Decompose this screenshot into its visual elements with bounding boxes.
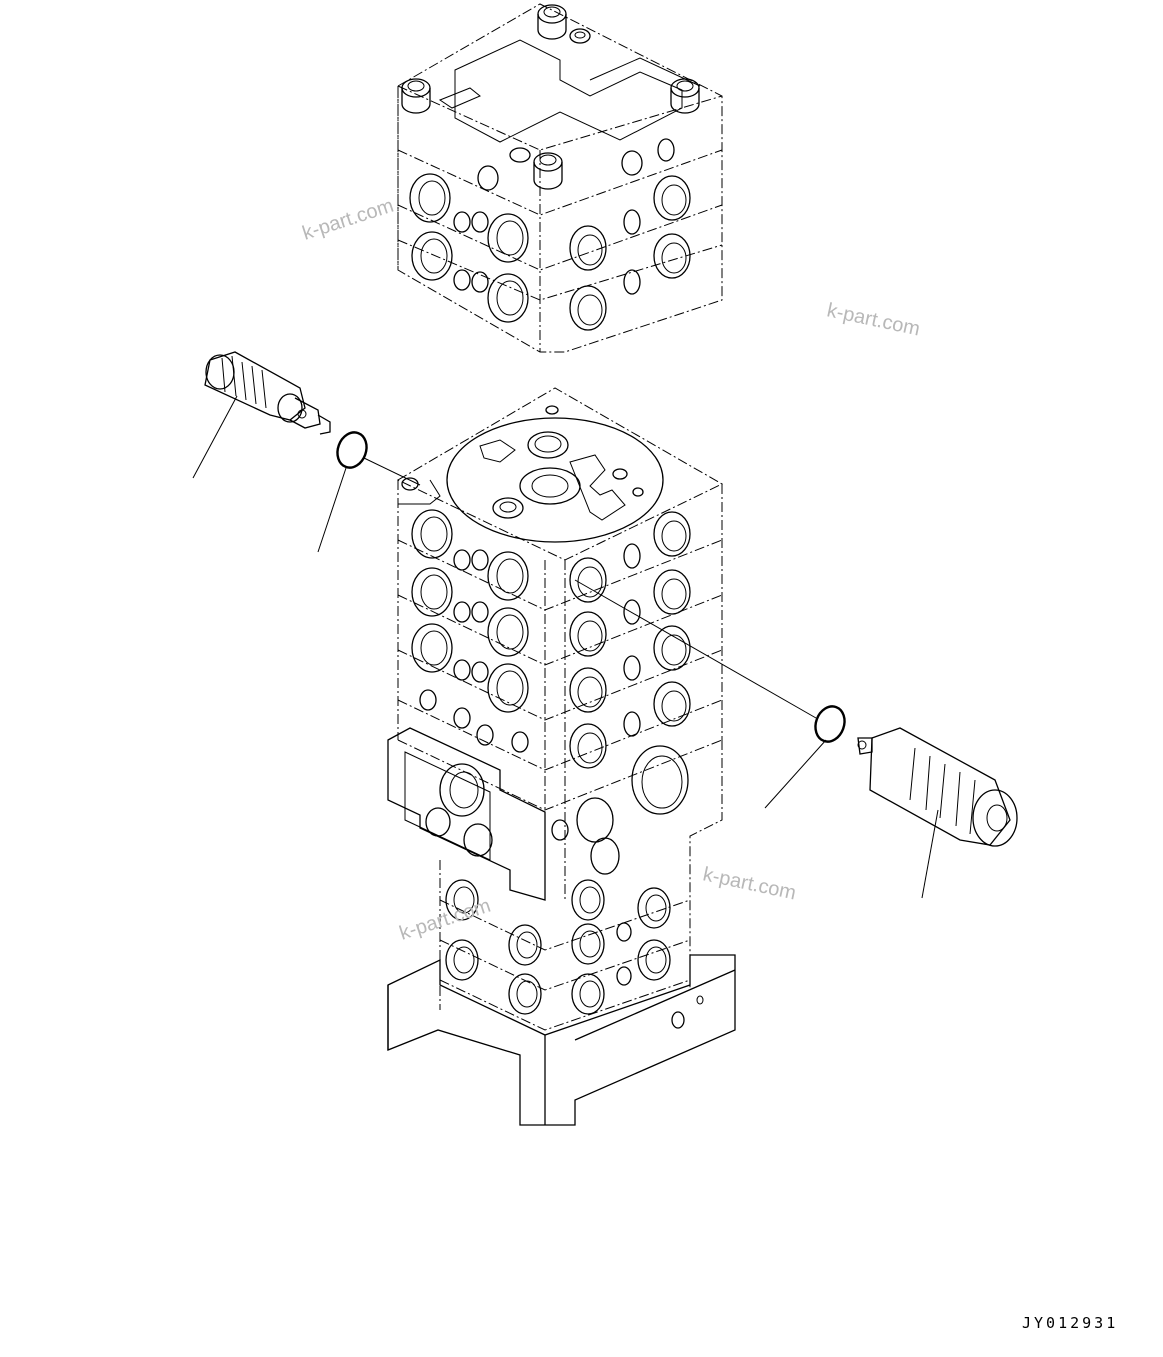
watermark-3: k-part.com — [701, 863, 798, 904]
lower-valve-section — [387, 727, 736, 1126]
watermark-2: k-part.com — [825, 299, 922, 340]
boss-5 — [533, 152, 563, 190]
right-o-ring — [814, 705, 846, 743]
upper-valve-section — [397, 3, 723, 353]
left-o-ring — [336, 431, 368, 469]
boss-2 — [537, 4, 567, 40]
main-valve-block — [396, 387, 724, 900]
leader-lines — [192, 395, 939, 899]
drawing-code: JY012931 — [1022, 1314, 1118, 1332]
watermark-1: k-part.com — [300, 195, 397, 245]
boss-4 — [670, 78, 700, 114]
right-relief-valve — [857, 727, 1018, 847]
boss-3 — [569, 28, 591, 44]
left-relief-valve — [204, 351, 331, 435]
boss-1 — [401, 78, 431, 114]
